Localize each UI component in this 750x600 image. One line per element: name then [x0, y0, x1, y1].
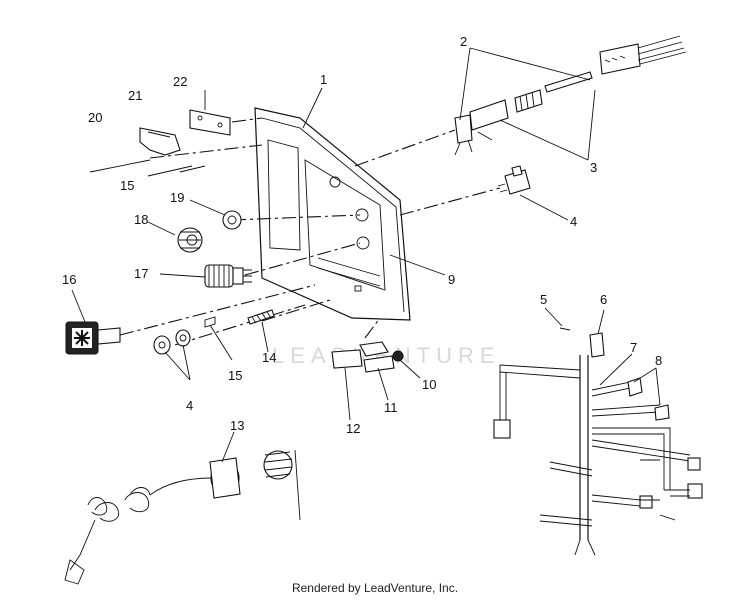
callout-leader	[344, 367, 351, 421]
callout-leader	[544, 307, 563, 327]
screw-part	[247, 309, 275, 325]
leader-line	[399, 187, 501, 216]
leader-line	[119, 284, 316, 336]
callout-15-lower: 15	[228, 368, 242, 383]
pin-part	[89, 159, 151, 173]
callout-6: 6	[600, 292, 607, 307]
callout-leader	[399, 359, 421, 379]
connector-part	[599, 35, 687, 75]
callout-leader	[209, 324, 233, 361]
leader-line	[354, 129, 456, 167]
callout-10: 10	[422, 377, 436, 392]
callout-19: 19	[170, 190, 184, 205]
callout-leader	[147, 221, 176, 236]
lanyard-part	[64, 449, 301, 585]
callout-20: 20	[88, 110, 102, 125]
dash-panel	[254, 107, 411, 321]
callout-15: 15	[120, 178, 134, 193]
callout-leader	[377, 367, 389, 401]
callout-leader	[599, 353, 633, 386]
clip-part	[331, 341, 404, 373]
leader-line	[364, 317, 381, 339]
callout-18: 18	[134, 212, 148, 227]
ignition-switch-part	[204, 264, 252, 288]
callout-leader	[459, 47, 591, 121]
leader-line	[244, 242, 361, 276]
callout-14: 14	[262, 350, 276, 365]
leader-line	[231, 214, 361, 221]
callout-4-left: 4	[186, 398, 193, 413]
callout-21: 21	[128, 88, 142, 103]
callout-leader	[302, 87, 323, 129]
latch-part	[139, 127, 181, 156]
callout-16: 16	[62, 272, 76, 287]
callout-leader	[221, 431, 235, 463]
callout-2: 2	[460, 34, 467, 49]
callout-4: 4	[570, 214, 577, 229]
callout-leader	[71, 289, 86, 323]
callout-leader	[159, 273, 206, 278]
callout-leader	[519, 194, 569, 221]
leader-line	[174, 304, 306, 346]
callout-leader	[633, 367, 661, 406]
callout-5: 5	[540, 292, 547, 307]
callout-22: 22	[173, 74, 187, 89]
callout-13: 13	[230, 418, 244, 433]
callout-3: 3	[590, 160, 597, 175]
wiring-harness	[493, 327, 703, 556]
screw-part	[179, 165, 206, 173]
leader-line	[231, 117, 263, 123]
nut-part	[153, 329, 191, 355]
toggle-switch-part	[497, 165, 531, 195]
callout-leader	[147, 165, 193, 177]
knob-part	[177, 227, 203, 253]
leader-line	[261, 299, 331, 322]
callout-leader	[389, 254, 446, 276]
callout-leader	[164, 344, 191, 381]
callout-leader	[261, 321, 269, 353]
callout-leader	[597, 309, 605, 335]
push-switch-part	[454, 71, 593, 156]
bracket-part	[189, 109, 231, 136]
key-part	[65, 321, 121, 355]
callout-11: 11	[384, 400, 398, 415]
callout-1: 1	[320, 72, 327, 87]
callout-12: 12	[346, 421, 360, 436]
callout-leader	[189, 199, 226, 216]
callout-17: 17	[134, 266, 148, 281]
callout-7: 7	[630, 340, 637, 355]
callout-leader	[499, 89, 596, 161]
washer-part	[222, 210, 242, 230]
footer-credit: Rendered by LeadVenture, Inc.	[291, 581, 459, 595]
pin-part	[204, 316, 216, 328]
callout-8: 8	[655, 353, 662, 368]
callout-9: 9	[448, 272, 455, 287]
leader-line	[149, 144, 263, 159]
